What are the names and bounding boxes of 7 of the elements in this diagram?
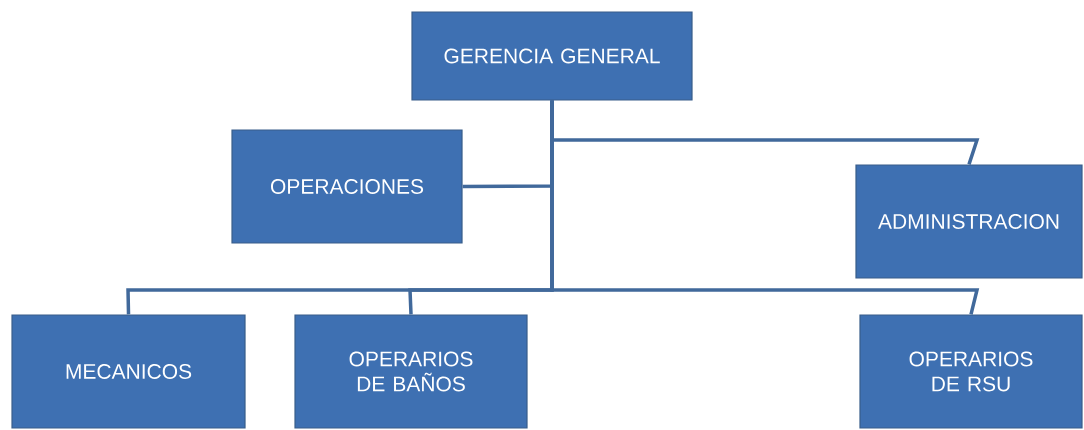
org-box: MECANICOS: [11, 314, 246, 429]
org-box: OPERACIONES: [231, 129, 463, 244]
org-box: OPERARIOS DE RSU: [859, 314, 1083, 429]
connector-line: [550, 100, 980, 315]
org-box: GERENCIA GENERAL: [411, 11, 693, 101]
org-box: ADMINISTRACION: [855, 164, 1083, 279]
org-box: OPERARIOS DE BAÑOS: [294, 314, 528, 429]
